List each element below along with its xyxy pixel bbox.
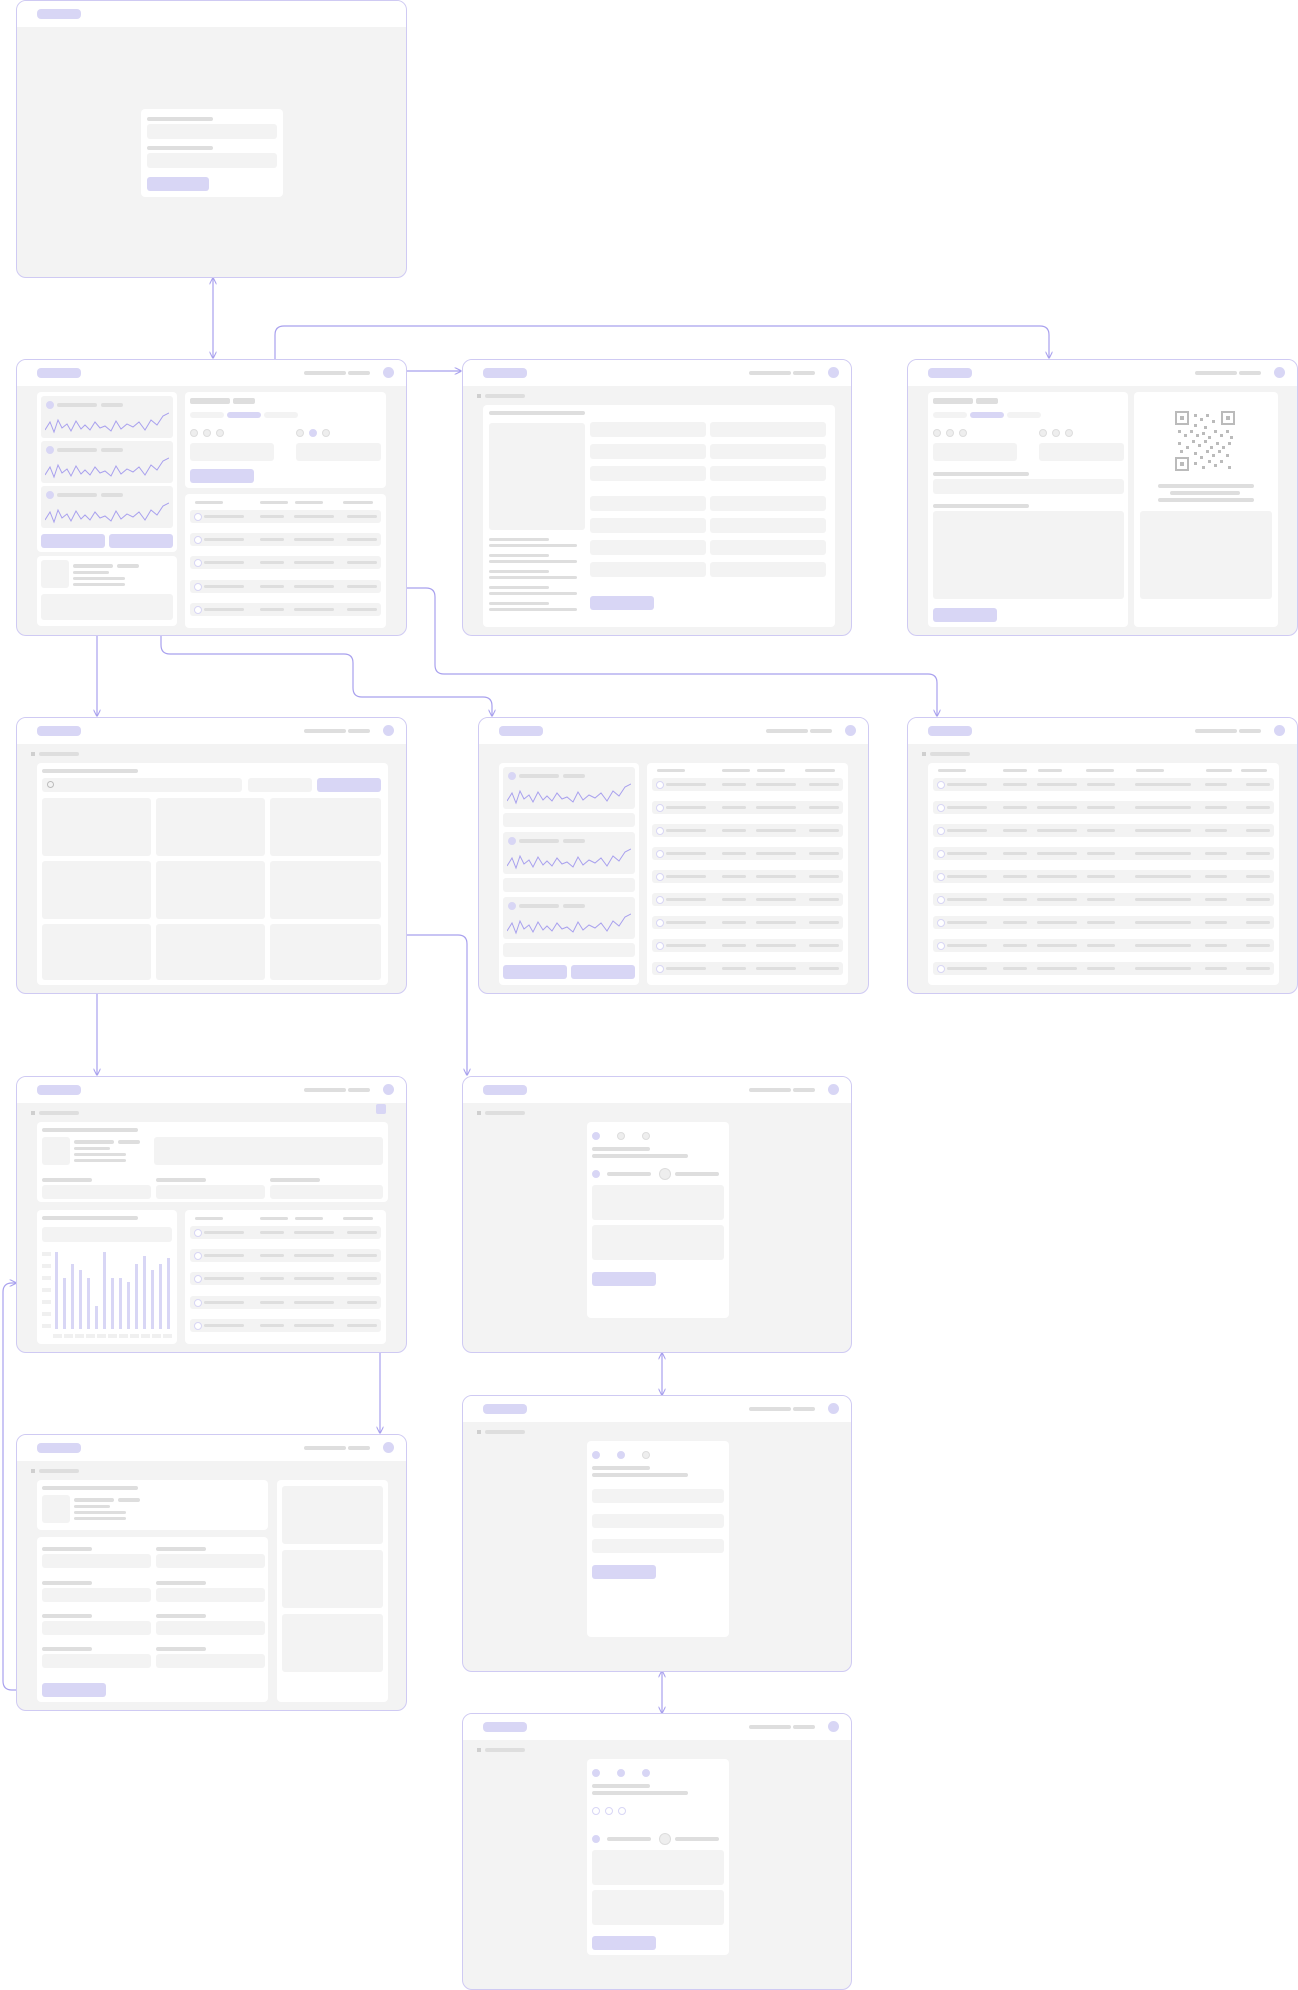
submit-button[interactable]: [190, 469, 254, 483]
screen-profile-report: [16, 1076, 407, 1353]
screen-wizard-step-1: [462, 1076, 852, 1353]
continue-button[interactable]: [933, 608, 997, 622]
screen-dashboard: [16, 359, 407, 636]
connector-dashboard-analytics: [160, 588, 492, 716]
login-button[interactable]: [147, 177, 209, 191]
save-profile-button[interactable]: [42, 1683, 106, 1697]
screen-gallery-grid: [16, 717, 407, 994]
connector-dashboard-fulltable: [382, 587, 937, 716]
bar-chart: [42, 1252, 172, 1338]
screen-wizard-step-2: [462, 1395, 852, 1672]
connector-dashboard-account: [274, 325, 1049, 392]
search-icon: [47, 781, 54, 788]
sparkline: [45, 502, 169, 524]
filter-select[interactable]: [248, 778, 312, 792]
create-button[interactable]: [317, 778, 381, 792]
screen-profile-edit: [16, 1434, 407, 1711]
login-card: [141, 109, 283, 197]
sparkline: [45, 457, 169, 479]
screen-detail-form: [462, 359, 852, 636]
logo: [37, 9, 81, 19]
password-field[interactable]: [147, 153, 277, 168]
screen-wizard-step-3: [462, 1713, 852, 1990]
screen-full-table: [907, 717, 1298, 994]
username-field[interactable]: [147, 124, 277, 139]
screen-account-qr: [907, 359, 1298, 636]
action-button[interactable]: [109, 534, 173, 548]
search-input[interactable]: [42, 778, 242, 792]
sparkline: [45, 412, 169, 434]
edit-icon[interactable]: [376, 1104, 386, 1114]
save-button[interactable]: [590, 596, 654, 610]
data-table: [185, 494, 386, 628]
back-breadcrumb[interactable]: [477, 394, 525, 398]
connector-profile-edit-left: [2, 1283, 37, 1690]
qr-code-icon: [1175, 411, 1235, 471]
finish-button[interactable]: [592, 1936, 656, 1950]
avatar[interactable]: [383, 367, 394, 378]
action-button[interactable]: [41, 534, 105, 548]
screen-login: [16, 0, 407, 278]
next-button[interactable]: [592, 1272, 656, 1286]
screen-analytics-list: [478, 717, 869, 994]
